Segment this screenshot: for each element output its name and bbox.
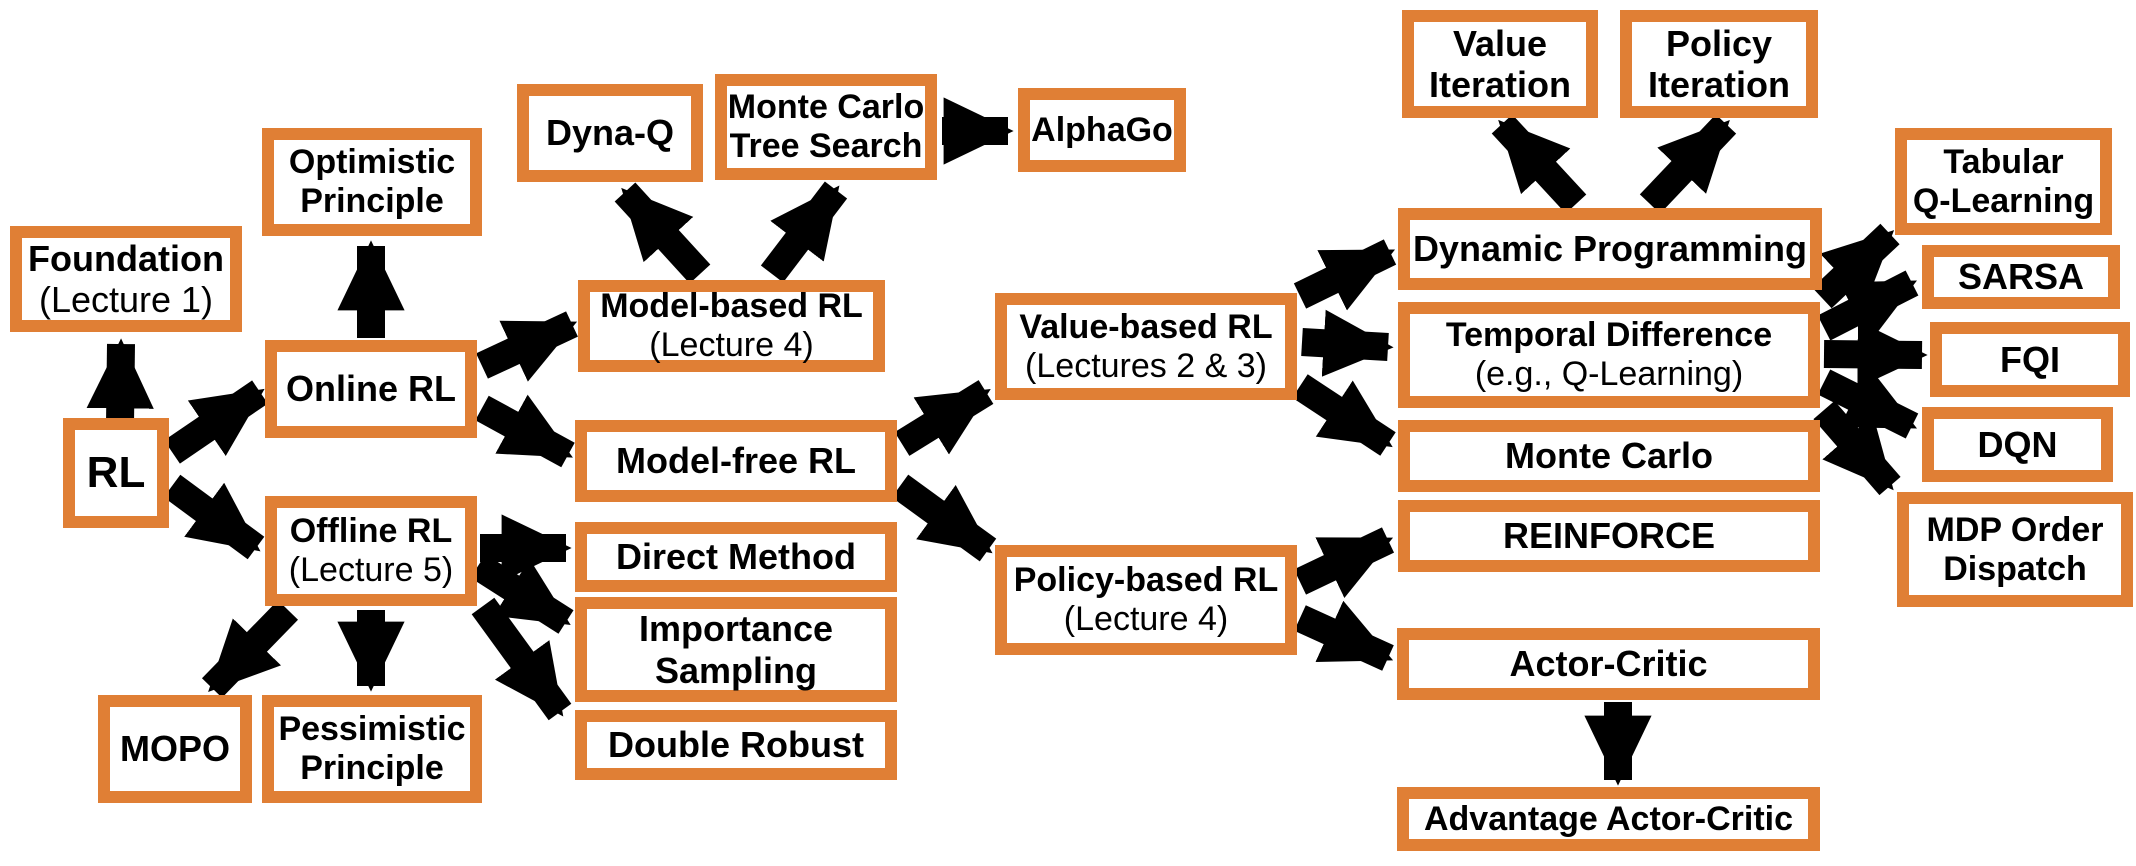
arrow-temporal-difference-to-dqn	[1817, 367, 1919, 439]
arrow-rl-to-offline-rl	[163, 474, 265, 560]
node-direct-method-label-0: Direct Method	[615, 536, 856, 578]
node-dynamic-programming-label-0: Dynamic Programming	[1412, 228, 1808, 270]
node-foundation: Foundation(Lecture 1)	[10, 226, 242, 332]
node-actor-critic: Actor-Critic	[1397, 628, 1820, 700]
node-value-based-rl: Value-based RL(Lectures 2 & 3)	[995, 293, 1297, 400]
node-model-free-rl: Model-free RL	[575, 420, 897, 502]
node-temporal-difference: Temporal Difference(e.g., Q-Learning)	[1398, 302, 1820, 408]
arrow-offline-rl-to-double-robust	[471, 597, 572, 721]
arrow-policy-based-rl-to-actor-critic	[1294, 600, 1394, 671]
node-policy-iteration-label-1: Iteration	[1647, 64, 1790, 105]
node-monte-carlo-label-0: Monte Carlo	[1504, 435, 1713, 477]
arrow-offline-rl-to-mopo	[201, 600, 299, 698]
node-online-rl: Online RL	[265, 340, 477, 438]
arrow-rl-to-online-rl	[164, 380, 268, 464]
arrow-dynamic-programming-to-policy-iteration	[1639, 114, 1737, 214]
node-sarsa: SARSA	[1922, 245, 2120, 309]
node-tabular-q-learning-label-1: Q-Learning	[1912, 181, 2095, 220]
node-optimistic-principle-label-1: Principle	[300, 182, 444, 220]
arrow-value-based-rl-to-monte-carlo	[1292, 374, 1396, 456]
arrow-temporal-difference-to-sarsa	[1817, 270, 1919, 343]
node-temporal-difference-label-0: Temporal Difference	[1445, 316, 1773, 355]
node-foundation-label-0: Foundation	[28, 237, 224, 279]
arrow-temporal-difference-to-tabular-q-learning	[1812, 223, 1900, 309]
node-fqi-label-0: FQI	[2000, 338, 2060, 380]
node-advantage-actor-critic-label-0: Advantage Actor-Critic	[1423, 799, 1794, 838]
node-mdp-order-dispatch-label-0: MDP Order	[1926, 510, 2104, 549]
node-temporal-difference-label-1: (e.g., Q-Learning)	[1474, 355, 1744, 393]
node-value-based-rl-label-0: Value-based RL	[1019, 307, 1273, 346]
node-monte-carlo: Monte Carlo	[1398, 420, 1820, 492]
node-double-robust-label-0: Double Robust	[608, 724, 864, 766]
node-dqn-label-0: DQN	[1977, 423, 2058, 465]
node-policy-based-rl-label-0: Policy-based RL	[1013, 561, 1279, 600]
arrow-policy-based-rl-to-reinforce	[1293, 527, 1395, 599]
node-monte-carlo-tree-search-label-0: Monte Carlo	[727, 88, 925, 127]
node-value-iteration-label-0: Value	[1452, 22, 1548, 64]
node-dqn: DQN	[1922, 407, 2113, 482]
node-offline-rl: Offline RL(Lecture 5)	[265, 496, 477, 606]
arrow-temporal-difference-to-fqi	[1823, 320, 1928, 388]
node-reinforce: REINFORCE	[1398, 500, 1820, 572]
node-mopo-label-0: MOPO	[119, 728, 230, 770]
node-model-based-rl: Model-based RL(Lecture 4)	[578, 280, 885, 372]
node-optimistic-principle-label-0: Optimistic	[288, 143, 456, 182]
arrow-value-based-rl-to-dynamic-programming	[1293, 239, 1397, 311]
node-double-robust: Double Robust	[575, 710, 897, 780]
node-sarsa-label-0: SARSA	[1957, 256, 2085, 298]
node-alphago: AlphaGo	[1018, 88, 1186, 172]
arrow-online-rl-to-model-free-rl	[475, 394, 575, 468]
node-policy-based-rl-label-1: (Lecture 4)	[1063, 600, 1229, 638]
node-reinforce-label-0: REINFORCE	[1502, 515, 1715, 557]
node-importance-sampling-label-1: Sampling	[654, 649, 818, 691]
arrow-rl-to-foundation	[86, 338, 154, 425]
node-rl-label-0: RL	[86, 447, 146, 497]
node-foundation-label-1: (Lecture 1)	[38, 279, 214, 320]
node-model-based-rl-label-0: Model-based RL	[600, 287, 863, 326]
arrow-model-free-rl-to-value-based-rl	[894, 380, 994, 456]
arrow-model-based-rl-to-dyna-q	[614, 182, 711, 284]
node-actor-critic-label-0: Actor-Critic	[1509, 643, 1708, 685]
node-online-rl-label-0: Online RL	[286, 368, 456, 410]
node-model-based-rl-label-1: (Lecture 4)	[649, 326, 814, 364]
node-rl: RL	[63, 418, 169, 528]
arrow-temporal-difference-to-mdp-order-dispatch	[1813, 400, 1901, 496]
arrow-model-based-rl-to-monte-carlo-tree-search	[760, 181, 848, 283]
node-monte-carlo-tree-search-label-1: Tree Search	[729, 127, 923, 165]
node-model-free-rl-label-0: Model-free RL	[615, 440, 856, 482]
arrow-online-rl-to-model-based-rl	[476, 311, 578, 382]
node-dynamic-programming: Dynamic Programming	[1398, 208, 1822, 290]
node-importance-sampling-label-0: Importance	[638, 608, 834, 650]
arrow-dynamic-programming-to-value-iteration	[1491, 114, 1587, 214]
node-policy-iteration-label-0: Policy	[1665, 22, 1773, 64]
node-alphago-label-0: AlphaGo	[1031, 110, 1173, 149]
arrow-offline-rl-to-importance-sampling	[470, 554, 574, 634]
node-mopo: MOPO	[98, 695, 252, 803]
node-offline-rl-label-1: (Lecture 5)	[288, 551, 454, 589]
arrow-model-free-rl-to-policy-based-rl	[891, 474, 997, 562]
node-policy-based-rl: Policy-based RL(Lecture 4)	[995, 545, 1297, 655]
node-offline-rl-label-0: Offline RL	[289, 512, 453, 551]
node-mdp-order-dispatch-label-1: Dispatch	[1943, 549, 2087, 588]
arrow-value-based-rl-to-temporal-difference	[1301, 309, 1394, 377]
node-tabular-q-learning-label-0: Tabular	[1943, 142, 2064, 181]
node-value-iteration-label-1: Iteration	[1428, 64, 1571, 105]
node-fqi: FQI	[1930, 322, 2130, 397]
node-pessimistic-principle-label-0: Pessimistic	[278, 710, 466, 749]
node-dyna-q: Dyna-Q	[517, 84, 703, 182]
node-advantage-actor-critic: Advantage Actor-Critic	[1397, 787, 1820, 851]
node-dyna-q-label-0: Dyna-Q	[545, 112, 675, 154]
node-value-based-rl-label-1: (Lectures 2 & 3)	[1025, 346, 1267, 385]
node-direct-method: Direct Method	[575, 522, 897, 592]
node-pessimistic-principle-label-1: Principle	[300, 749, 444, 787]
